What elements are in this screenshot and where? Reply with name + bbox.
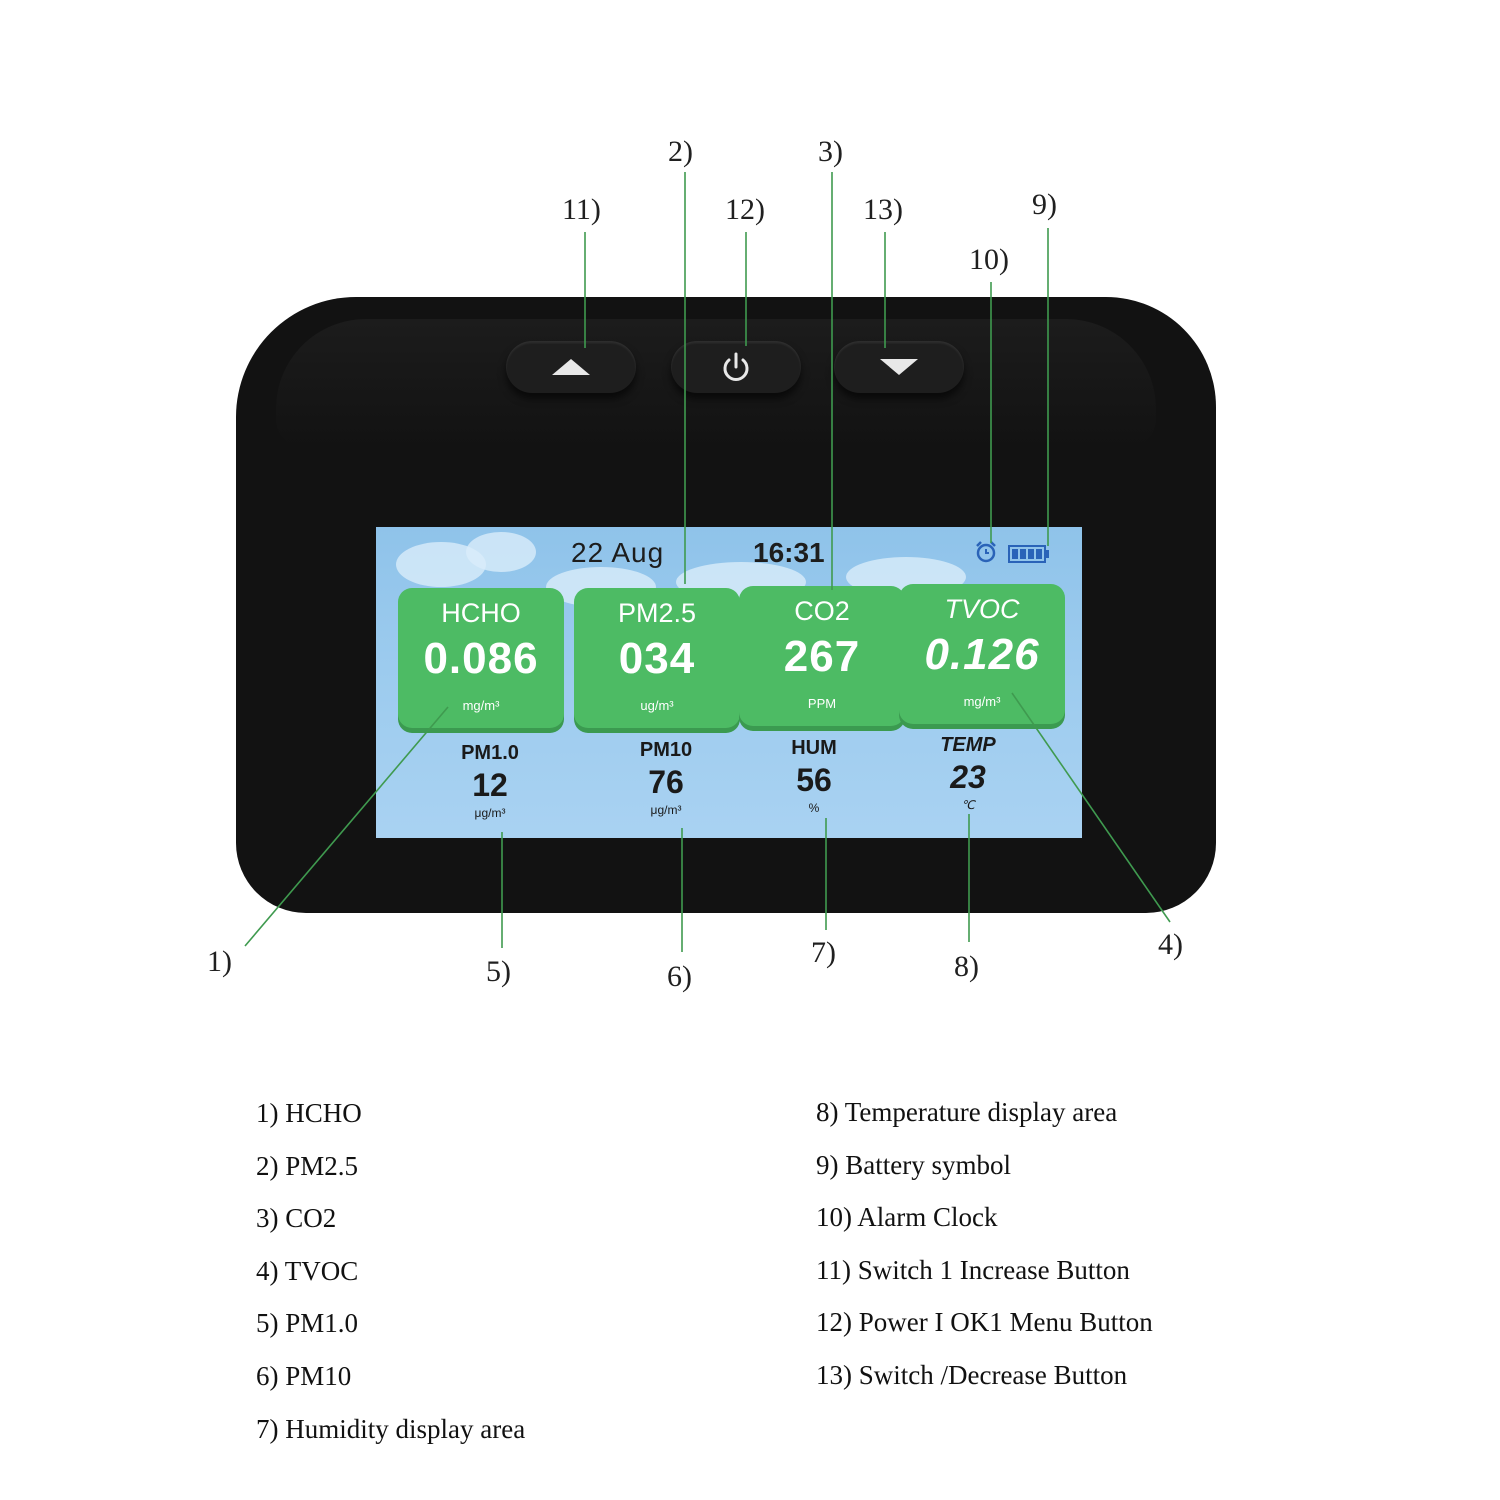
up-arrow-icon <box>552 359 590 375</box>
callout-1: 1) <box>207 945 232 978</box>
reading-value: 23 <box>950 759 986 795</box>
card-value: 034 <box>618 634 696 683</box>
legend-item: 6) PM10 <box>256 1360 352 1391</box>
legend-right: 8) Temperature display area 9) Battery s… <box>816 1086 1153 1402</box>
card-value: 0.086 <box>423 634 539 683</box>
callout-12: 12) <box>725 193 765 226</box>
reading-pm10: PM1.0 12 μg/m³ <box>420 742 560 820</box>
reading-value: 12 <box>472 767 508 803</box>
card-unit: ug/m³ <box>640 698 674 713</box>
card-label: PM2.5 <box>617 598 697 628</box>
callout-11: 11) <box>562 193 601 226</box>
callout-3: 3) <box>818 135 843 168</box>
legend-item: 11) Switch 1 Increase Button <box>816 1254 1130 1285</box>
legend-item: 12) Power I OK1 Menu Button <box>816 1307 1153 1338</box>
reading-humidity: HUM 56 % <box>744 737 884 815</box>
power-button[interactable] <box>671 341 801 393</box>
reading-unit: μg/m³ <box>650 803 682 817</box>
callout-6: 6) <box>667 960 692 993</box>
screen-time: 16:31 <box>753 537 825 568</box>
legend-item: 9) Battery symbol <box>816 1149 1011 1180</box>
card-pm25: PM2.5 034 ug/m³ <box>574 588 740 728</box>
display-screen: 22 Aug 16:31 HCHO 0.086 mg/m³ PM2.5 034 … <box>376 527 1082 838</box>
cloud <box>466 532 536 572</box>
card-label: CO2 <box>794 596 850 626</box>
reading-value: 56 <box>796 762 832 798</box>
card-tvoc: TVOC 0.126 mg/m³ <box>899 584 1065 724</box>
callout-13: 13) <box>863 193 903 226</box>
reading-label: PM10 <box>639 739 693 761</box>
legend-left: 1) HCHO 2) PM2.5 3) CO2 4) TVOC 5) PM1.0… <box>256 1087 525 1455</box>
callout-7: 7) <box>811 936 836 969</box>
reading-value: 76 <box>648 764 684 800</box>
alarm-clock-icon <box>976 541 996 563</box>
reading-pm10-coarse: PM10 76 μg/m³ <box>596 739 736 817</box>
card-co2: CO2 267 PPM <box>739 586 905 726</box>
card-unit: mg/m³ <box>462 698 500 713</box>
card-value: 267 <box>783 632 861 681</box>
reading-label: HUM <box>791 737 837 759</box>
screen-date: 22 Aug <box>571 537 665 568</box>
battery-icon <box>1008 545 1049 563</box>
legend-item: 5) PM1.0 <box>256 1308 359 1339</box>
callout-8: 8) <box>954 950 979 983</box>
legend-item: 4) TVOC <box>256 1255 359 1286</box>
reading-temperature: TEMP 23 ℃ <box>898 734 1038 812</box>
reading-unit: % <box>808 801 820 815</box>
reading-unit: μg/m³ <box>474 806 506 820</box>
increase-button[interactable] <box>506 341 636 393</box>
reading-label: TEMP <box>940 734 996 756</box>
card-value: 0.126 <box>924 630 1040 679</box>
legend-item: 7) Humidity display area <box>256 1413 526 1444</box>
legend-item: 13) Switch /Decrease Button <box>816 1359 1128 1390</box>
card-unit: PPM <box>807 696 837 711</box>
leader-line-4 <box>1011 692 1171 923</box>
reading-label: PM1.0 <box>461 742 519 764</box>
reading-unit: ℃ <box>961 798 975 812</box>
legend-item: 1) HCHO <box>256 1098 362 1128</box>
legend-item: 2) PM2.5 <box>256 1150 359 1181</box>
card-label: TVOC <box>944 594 1020 624</box>
card-label: HCHO <box>441 598 521 628</box>
down-arrow-icon <box>880 359 918 375</box>
callout-5: 5) <box>486 955 511 988</box>
legend-item: 3) CO2 <box>256 1203 337 1234</box>
callout-10: 10) <box>969 243 1009 276</box>
decrease-button[interactable] <box>834 341 964 393</box>
card-unit: mg/m³ <box>963 694 1001 709</box>
card-hcho: HCHO 0.086 mg/m³ <box>398 588 564 728</box>
callout-2: 2) <box>668 135 693 168</box>
legend-item: 8) Temperature display area <box>816 1097 1118 1127</box>
callout-4: 4) <box>1158 928 1183 961</box>
power-icon <box>723 352 749 381</box>
legend-item: 10) Alarm Clock <box>816 1202 998 1233</box>
leader-line-1 <box>244 706 449 947</box>
callout-9: 9) <box>1032 188 1057 221</box>
